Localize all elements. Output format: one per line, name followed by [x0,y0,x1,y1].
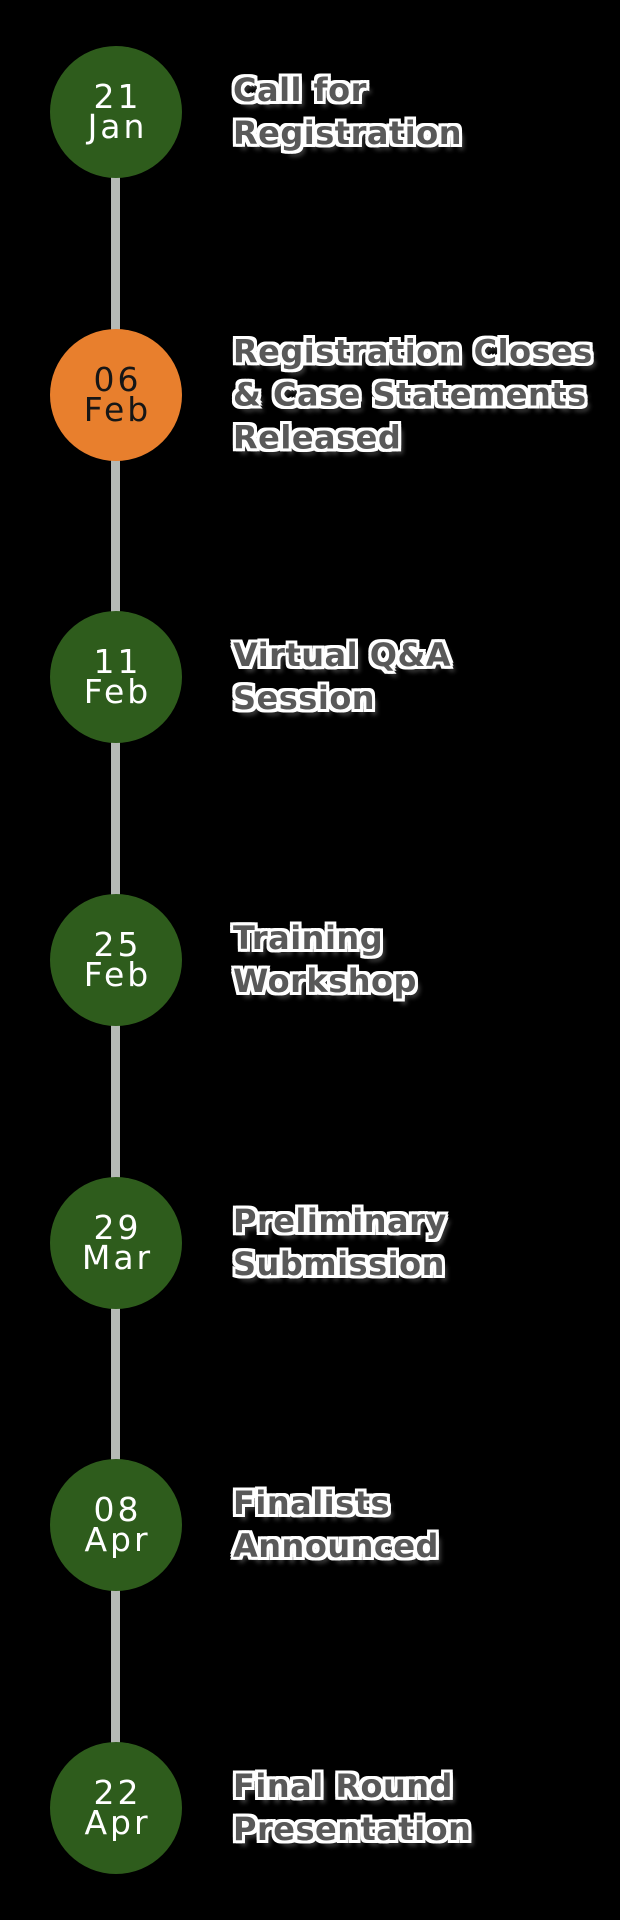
event-title: Final Round Presentation [233,1767,472,1848]
event-title: Finalists Announced [233,1484,439,1565]
event-day: 06 [93,360,142,399]
event-day: 11 [93,642,142,681]
event-date-circle: 06 Feb [50,329,182,461]
event-day: 08 [93,1490,142,1529]
event-date-circle: 22 Apr [50,1742,182,1874]
event-title: Preliminary Submission [233,1202,447,1283]
event-date-circle: 08 Apr [50,1459,182,1591]
event-date-circle: 29 Mar [50,1177,182,1309]
event-month: Mar [81,1238,154,1277]
event-month: Jan [87,107,148,146]
event-title: Registration Closes & Case Statements Re… [233,332,593,457]
event-date-circle: 25 Feb [50,894,182,1026]
event-date-circle: 11 Feb [50,611,182,743]
event-day: 29 [93,1208,142,1247]
event-title: Training Workshop [233,919,417,1000]
event-month: Feb [83,672,152,711]
event-month: Feb [83,955,152,994]
event-day: 21 [93,77,142,116]
event-day: 25 [93,925,142,964]
event-title: Call for Registration [233,71,462,152]
event-month: Apr [84,1520,151,1559]
event-month: Feb [83,390,152,429]
event-date-circle: 21 Jan [50,46,182,178]
event-title: Virtual Q&A Session [233,636,452,717]
event-day: 22 [93,1773,142,1812]
event-month: Apr [84,1803,151,1842]
